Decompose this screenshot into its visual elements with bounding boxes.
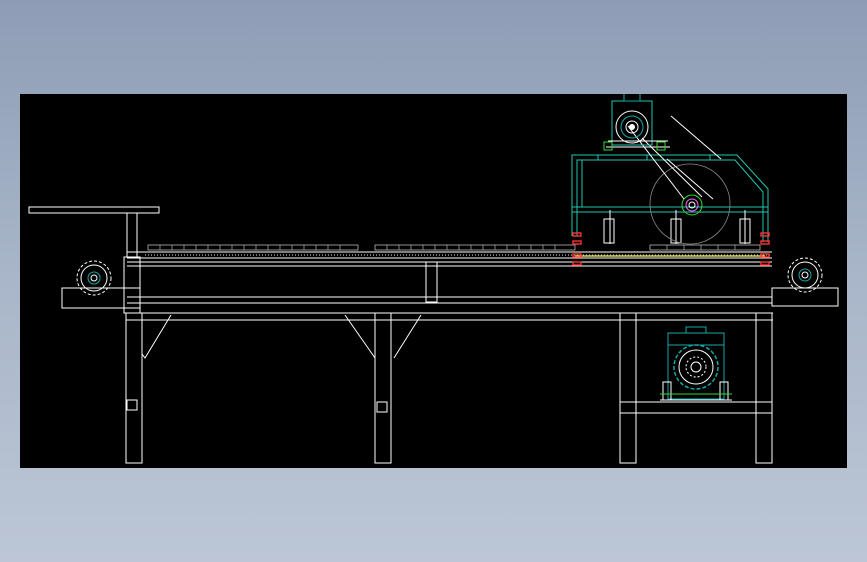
leg-2: [374, 312, 392, 464]
bottom-motor-icon: [667, 326, 725, 400]
hood-clamps: [603, 210, 751, 244]
left-sprocket-icon: [76, 260, 112, 296]
saw-blade: [649, 163, 731, 245]
left-end-plate: [61, 287, 141, 309]
platform-post-base: [123, 256, 141, 314]
bottom-motor-base: [660, 381, 732, 401]
frame: [28, 206, 839, 464]
right-sprocket-icon: [787, 257, 823, 293]
leg-1: [125, 312, 143, 464]
top-motor-icon: [611, 94, 653, 146]
leg-4: [755, 312, 773, 464]
drive-pulley-icon: [681, 194, 703, 216]
conveyor-slats: [147, 244, 761, 251]
platform-post: [126, 212, 138, 258]
leg-3: [619, 312, 637, 464]
top-left-platform: [28, 206, 160, 214]
hood-bolts: [572, 232, 770, 266]
lower-crossbar: [619, 401, 773, 414]
conveyor-drawing: [28, 94, 839, 464]
cutter-hood: [571, 154, 769, 242]
center-post: [425, 261, 438, 303]
right-end-plate: [771, 287, 839, 307]
top-motor-base: [603, 140, 670, 151]
cad-viewport[interactable]: [20, 94, 847, 468]
slat-dividers: [159, 245, 736, 250]
drive-belt: [627, 115, 722, 200]
